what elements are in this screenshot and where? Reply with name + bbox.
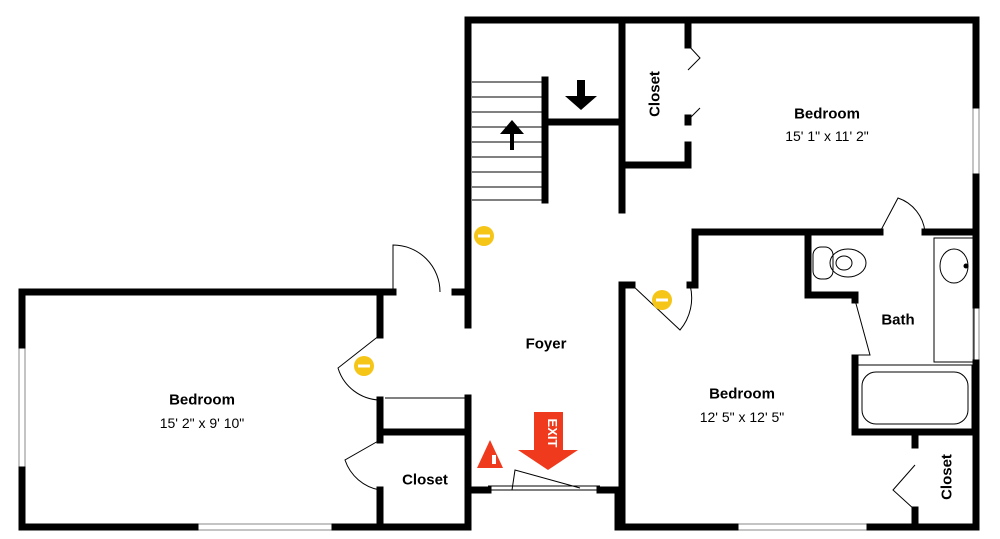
stairs-down-arrow-icon	[565, 80, 597, 110]
room-name: Bedroom	[709, 385, 775, 403]
walls	[18, 16, 980, 531]
stairs	[472, 81, 545, 201]
doors	[337, 44, 926, 511]
stairs-up-arrow-icon	[500, 120, 524, 150]
smoke-detector-icon	[354, 356, 374, 376]
thin-lines	[385, 397, 600, 491]
window	[18, 344, 26, 471]
smoke-detector-icon	[652, 290, 672, 310]
room-name: Bedroom	[794, 105, 860, 123]
room-size: 15' 2" x 9' 10"	[159, 415, 245, 431]
exit-arrow-icon	[518, 412, 578, 470]
room-size: 15' 1" x 11' 2"	[785, 128, 869, 144]
tub-frame	[857, 364, 973, 430]
fire-extinguisher-icon	[477, 440, 503, 468]
room-name: Closet	[938, 454, 956, 500]
room-name: Foyer	[525, 335, 567, 353]
faucet-icon	[963, 263, 969, 269]
window	[734, 523, 871, 531]
window	[972, 104, 980, 178]
bathtub-icon	[861, 371, 969, 425]
exit-label: EXIT	[545, 419, 560, 448]
window	[194, 523, 336, 531]
smoke-detector-icon	[474, 226, 494, 246]
toilet-icon	[812, 246, 867, 280]
vanity	[933, 237, 975, 363]
room-name: Closet	[402, 471, 448, 489]
room-name: Closet	[646, 71, 664, 117]
room-name: Bath	[881, 311, 915, 329]
room-name: Bedroom	[169, 391, 235, 409]
room-size: 12' 5" x 12' 5"	[699, 409, 785, 425]
